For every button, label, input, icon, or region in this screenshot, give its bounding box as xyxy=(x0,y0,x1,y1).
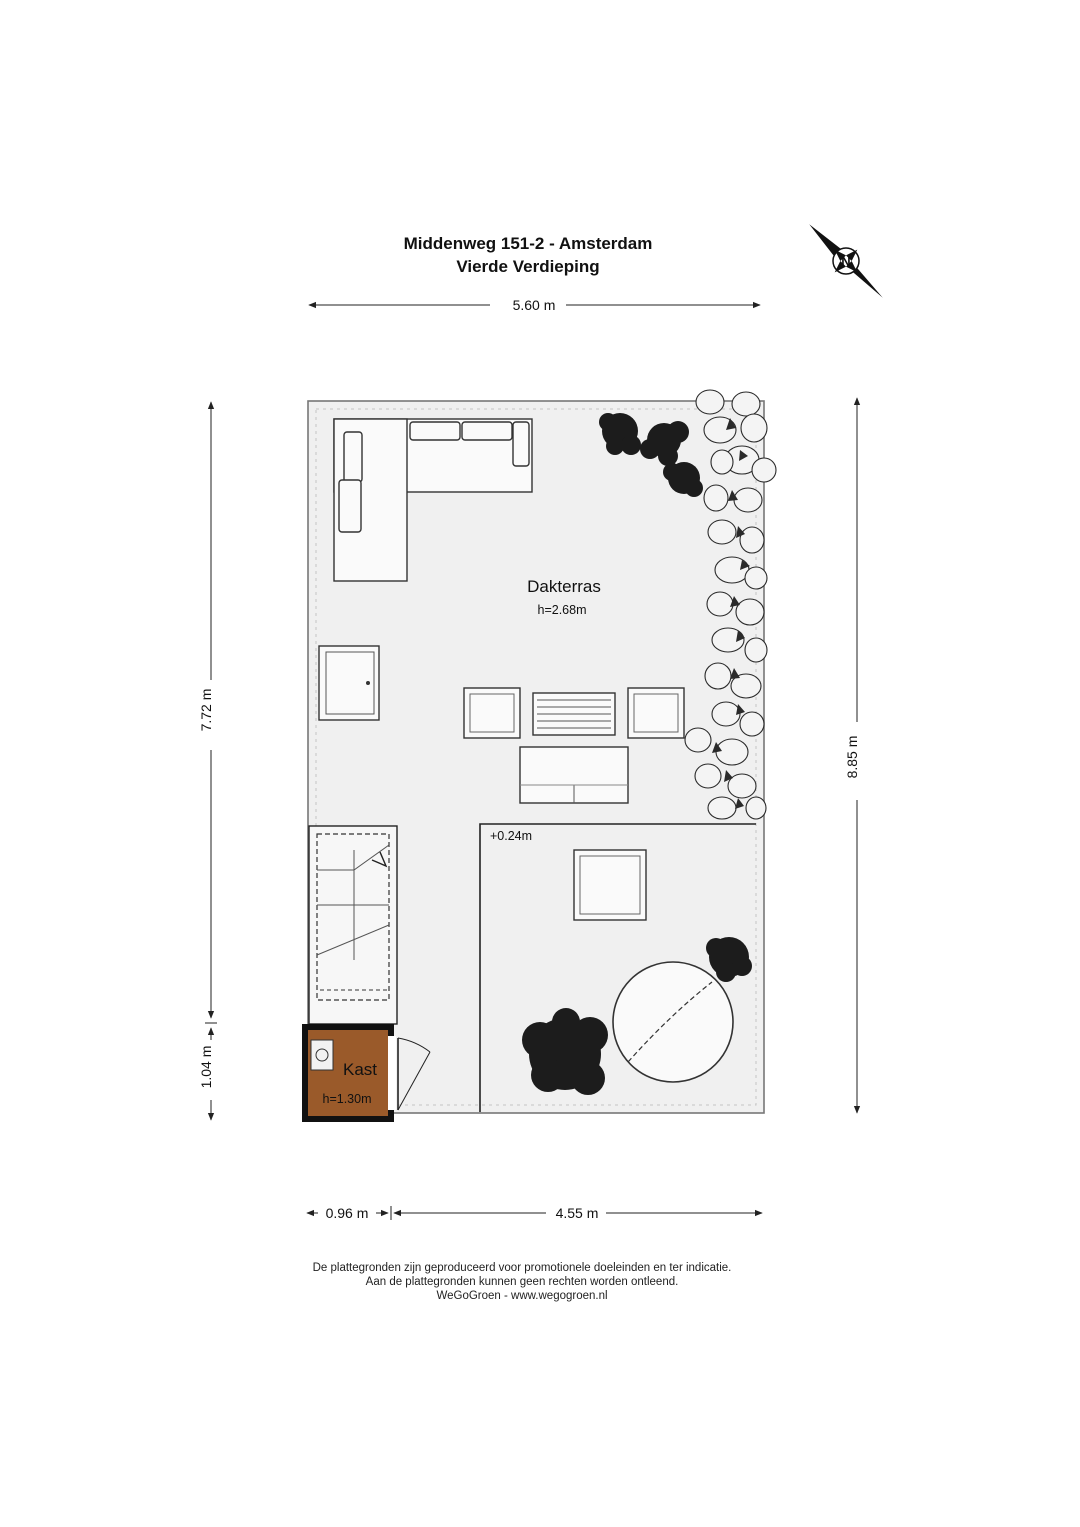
storage-room xyxy=(302,1024,394,1122)
planter-strip xyxy=(684,389,777,820)
slatted-table xyxy=(532,692,616,736)
square-table xyxy=(573,849,647,921)
side-cabinet xyxy=(318,645,380,721)
svg-text:1.04 m: 1.04 m xyxy=(198,1046,214,1089)
dim-right-height: 8.85 m xyxy=(844,397,861,1114)
compass-label: N xyxy=(841,254,850,269)
terrace-label: Dakterras xyxy=(527,577,601,596)
disclaimer-line-2: Aan de plattegronden kunnen geen rechten… xyxy=(366,1276,679,1288)
storage-door xyxy=(388,1036,431,1111)
plan-floor-label: Vierde Verdieping xyxy=(456,257,599,276)
dim-top-width: 5.60 m xyxy=(308,297,761,313)
lounge-chair-right xyxy=(627,687,685,739)
shrub-top-1 xyxy=(599,413,641,455)
shrub-top-3 xyxy=(663,462,703,497)
svg-text:5.60 m: 5.60 m xyxy=(513,297,556,313)
svg-text:4.55 m: 4.55 m xyxy=(556,1205,599,1221)
dim-left-upper: 7.72 m xyxy=(198,401,217,1024)
svg-text:7.72 m: 7.72 m xyxy=(198,689,214,732)
disclaimer-line-1: De plattegronden zijn geproduceerd voor … xyxy=(313,1262,732,1274)
corner-sofa xyxy=(333,418,533,582)
storage-room-height: h=1.30m xyxy=(323,1092,372,1106)
shrub-large xyxy=(522,1008,608,1095)
storage-room-label: Kast xyxy=(343,1060,377,1079)
shrub-top-2 xyxy=(640,421,689,466)
north-arrow-icon xyxy=(809,224,883,298)
disclaimer-line-3: WeGoGroen - www.wegogroen.nl xyxy=(436,1290,607,1302)
svg-text:0.96 m: 0.96 m xyxy=(326,1205,369,1221)
lounge-chair-left xyxy=(463,687,521,739)
parasol xyxy=(612,961,734,1083)
raised-level-outline xyxy=(479,823,756,1112)
staircase xyxy=(308,825,398,1025)
raised-level-label: +0.24m xyxy=(490,829,532,843)
lounge-bench xyxy=(519,746,629,804)
shrub-raised xyxy=(706,937,752,982)
dim-bottom-right: 4.55 m xyxy=(393,1205,763,1221)
plan-title: Middenweg 151-2 - Amsterdam xyxy=(404,234,653,253)
svg-text:8.85 m: 8.85 m xyxy=(844,736,860,779)
terrace-height: h=2.68m xyxy=(538,603,587,617)
dim-left-lower: 1.04 m xyxy=(198,1027,215,1121)
dim-bottom-left: 0.96 m xyxy=(306,1205,392,1221)
